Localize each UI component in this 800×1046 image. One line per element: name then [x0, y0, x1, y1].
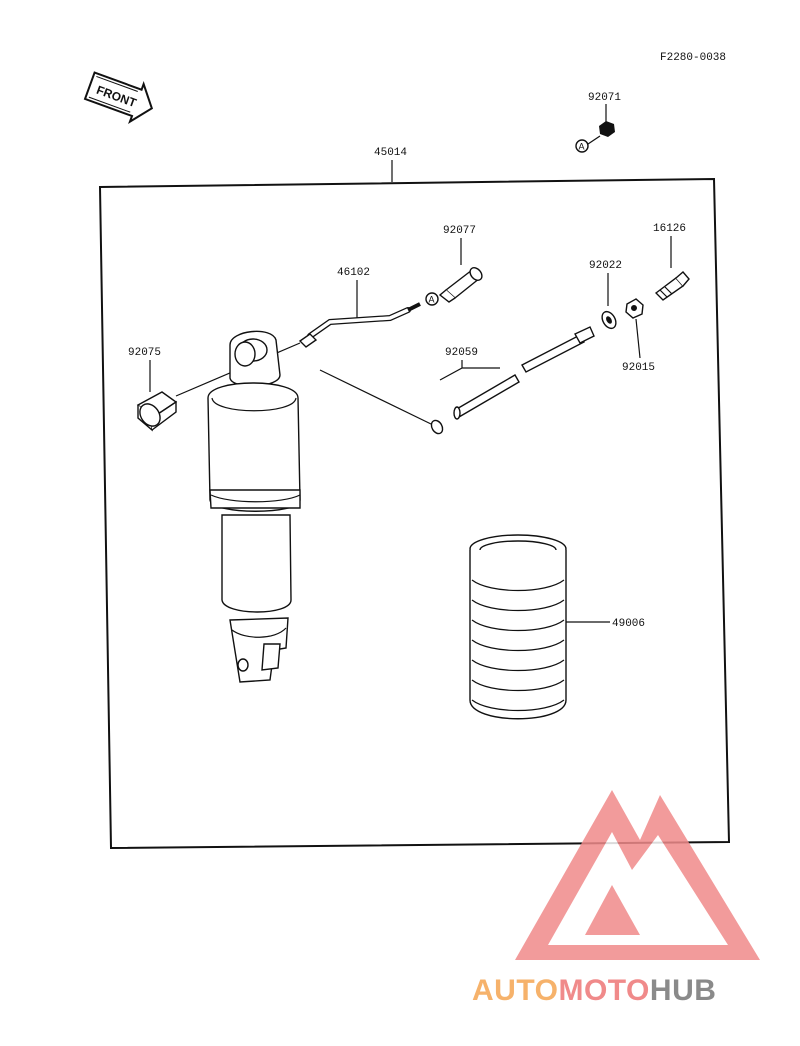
marker-a-top-text: A [579, 142, 585, 152]
leader-marker-a-top [587, 135, 601, 145]
part-92015-nut [625, 298, 644, 319]
watermark-part-moto: MOTO [558, 974, 649, 1007]
label-92077: 92077 [443, 225, 476, 237]
washer-hole [606, 316, 612, 324]
label-46102: 46102 [337, 267, 370, 279]
leader-92015 [635, 318, 641, 359]
part-92059-rod-left [453, 374, 520, 420]
marker-a-mid [425, 292, 439, 306]
watermark-part-auto: AUTO [472, 974, 558, 1007]
label-45014: 45014 [374, 147, 407, 159]
part-92071-nut [599, 121, 615, 137]
label-92022: 92022 [589, 260, 622, 272]
part-92059-rod-right [521, 326, 595, 373]
part-92075-bushing [136, 391, 178, 432]
label-92075: 92075 [128, 347, 161, 359]
part-o-ring [430, 419, 444, 435]
label-49006: 49006 [612, 618, 645, 630]
watermark-logo [515, 790, 760, 960]
part-46102-hose [298, 302, 421, 348]
leader-o-ring [319, 369, 432, 425]
watermark-part-hub: HUB [650, 974, 717, 1007]
part-16126-valve [654, 271, 690, 301]
label-92059: 92059 [445, 347, 478, 359]
part-92077-fitting [438, 267, 483, 303]
part-49006-boot [469, 534, 567, 720]
label-92071: 92071 [588, 92, 621, 104]
label-92015: 92015 [622, 362, 655, 374]
front-arrow-icon: FRONT [83, 71, 154, 124]
leader-92059 [439, 360, 500, 381]
figure-code: F2280-0038 [660, 52, 726, 64]
assembly-frame-45014 [98, 177, 731, 850]
watermark-text: AUTOMOTOHUB [472, 974, 716, 1007]
label-16126: 16126 [653, 223, 686, 235]
marker-a-mid-text: A [429, 295, 435, 305]
marker-a-top [575, 139, 589, 153]
part-shock-absorber [207, 330, 301, 683]
